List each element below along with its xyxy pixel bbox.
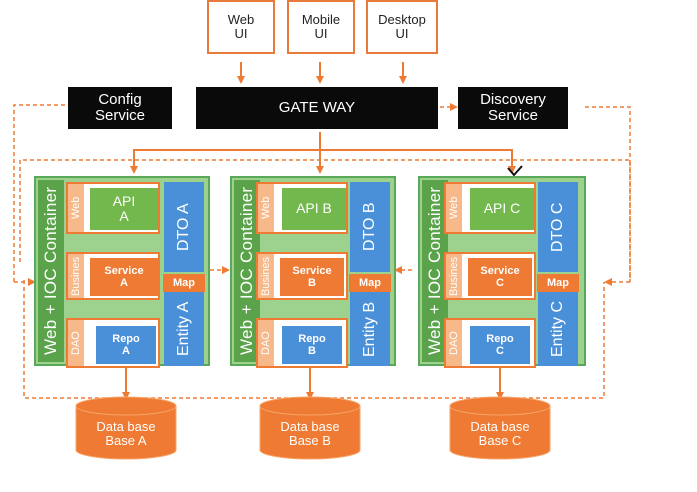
database-b-label: Data base Base B	[280, 418, 340, 448]
database-a-label: Data base Base A	[96, 418, 156, 448]
map-b-box: Map	[349, 274, 391, 292]
arrow-gateway-to-service-c	[320, 149, 516, 174]
api-a-box: API A	[90, 188, 158, 230]
map-c-box: Map	[537, 274, 579, 292]
arrow-gateway-to-service-a	[130, 132, 321, 174]
desktop-ui-box: Desktop UI	[366, 0, 438, 54]
database-a-icon	[75, 396, 177, 460]
repo-c-box: Repo C	[470, 326, 530, 364]
service-c-box: Service C	[468, 258, 532, 296]
config-service-box: Config Service	[68, 87, 172, 129]
discovery-service-box: Discovery Service	[458, 87, 568, 129]
repo-b-box: Repo B	[282, 326, 342, 364]
checkmark-icon	[507, 165, 523, 177]
repo-a-box: Repo A	[96, 326, 156, 364]
dashed-link-discovery-right	[585, 106, 631, 282]
api-c-box: API C	[470, 188, 534, 230]
map-a-box: Map	[163, 274, 205, 292]
database-c-icon	[449, 396, 551, 460]
service-a-box: Service A	[90, 258, 158, 296]
web-ui-box: Web UI	[207, 0, 275, 54]
database-b-icon	[259, 396, 361, 460]
service-b-box: Service B	[280, 258, 344, 296]
api-b-box: API B	[282, 188, 346, 230]
dashed-boundary-top	[19, 159, 631, 282]
mobile-ui-box: Mobile UI	[287, 0, 355, 54]
database-c-label: Data base Base C	[470, 418, 530, 448]
gateway-box: GATE WAY	[196, 87, 438, 129]
